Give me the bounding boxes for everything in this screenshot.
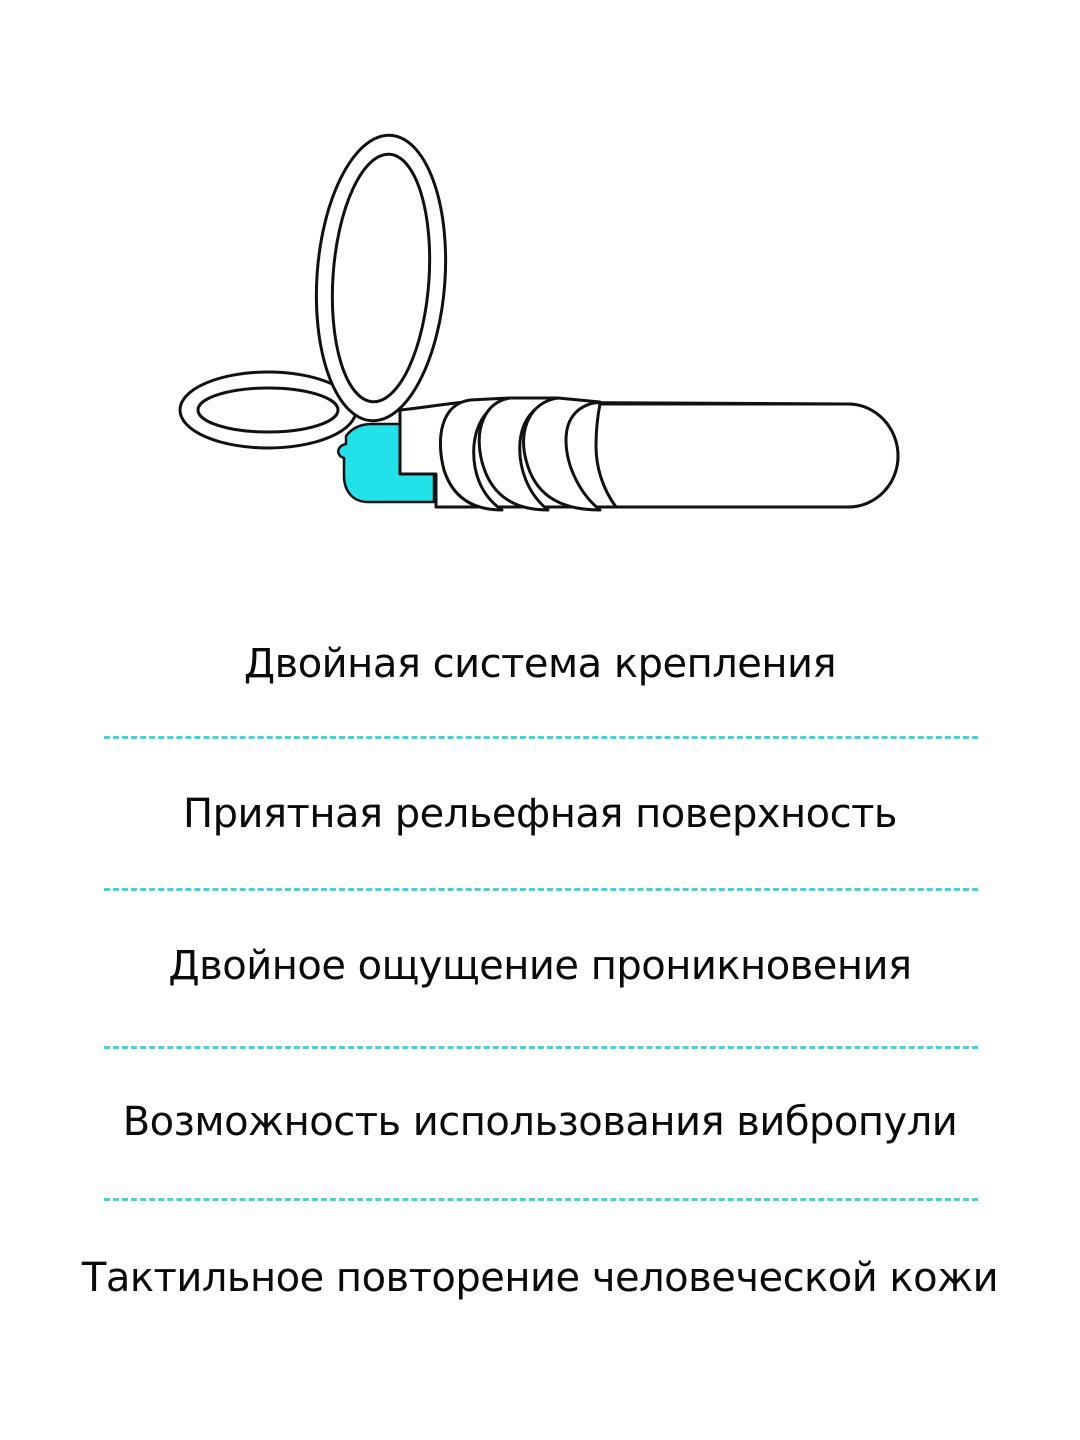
horizontal-ring-outer	[178, 370, 358, 450]
shaft-rib-3	[522, 396, 602, 512]
dashed-divider	[104, 1046, 978, 1049]
shaft-tip	[594, 402, 900, 509]
feature-label: Двойная система крепления	[243, 641, 837, 687]
strap-on-ring-with-ribbed-shaft-icon	[178, 133, 900, 512]
vertical-ring-outer	[314, 133, 448, 423]
base-accent	[337, 422, 436, 504]
shaft-rib-1	[438, 396, 512, 512]
product-illustration	[0, 0, 1080, 600]
dashed-divider	[104, 1198, 978, 1201]
vertical-ring-inner	[330, 152, 432, 404]
feature-label: Тактильное повторение человеческой кожи	[81, 1255, 999, 1301]
feature-label: Двойное ощущение проникновения	[168, 943, 912, 989]
dashed-divider	[104, 888, 978, 891]
dashed-divider	[104, 736, 978, 739]
feature-label: Приятная рельефная поверхность	[182, 791, 898, 837]
feature-label: Возможность использования вибропули	[122, 1099, 958, 1145]
horizontal-ring-inner	[196, 386, 340, 434]
